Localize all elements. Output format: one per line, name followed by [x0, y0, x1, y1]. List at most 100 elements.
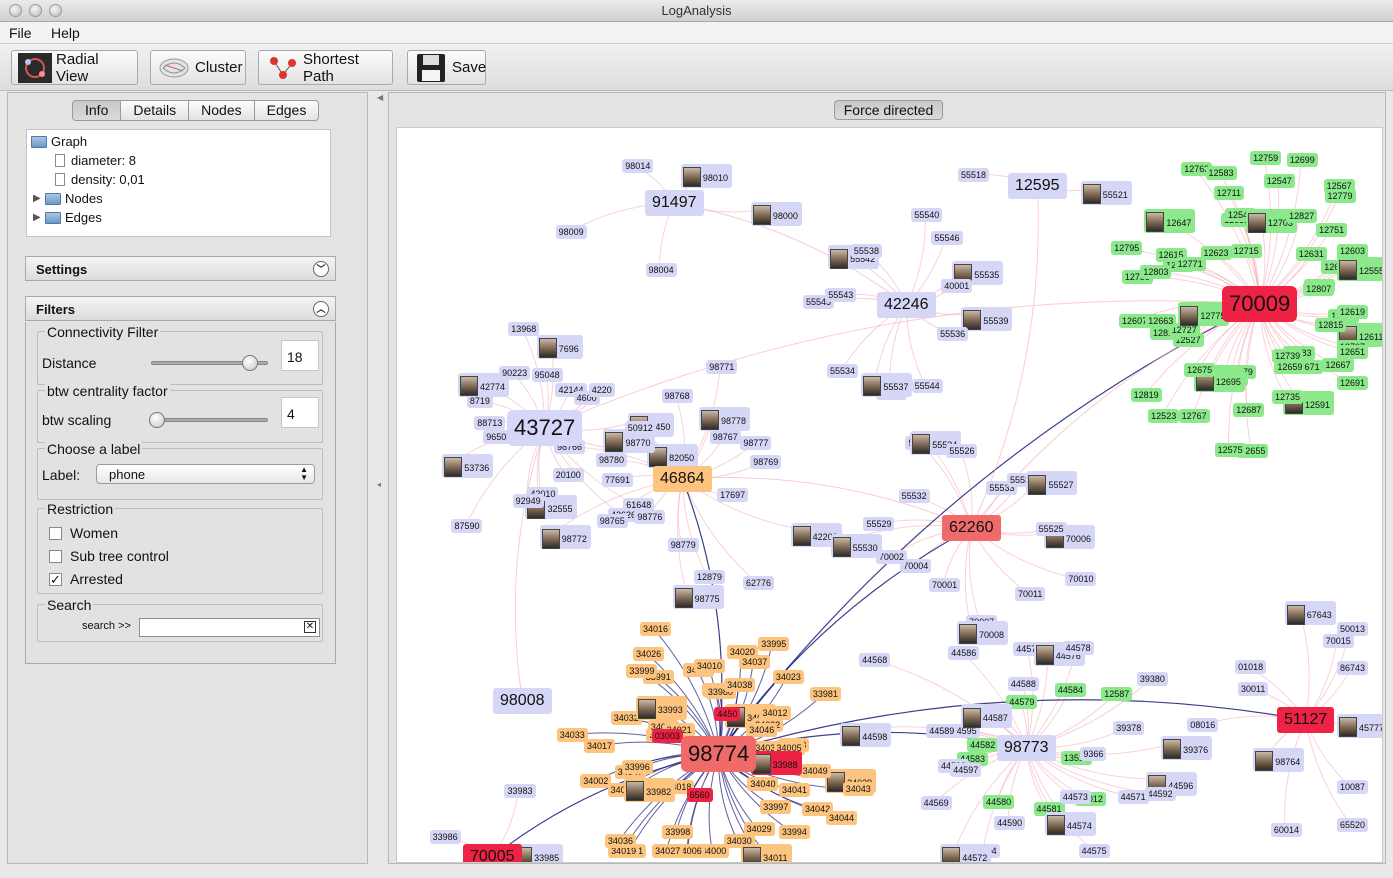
graph-node[interactable]: 82050 — [647, 444, 699, 469]
graph-node[interactable]: 12815 — [1315, 317, 1347, 332]
graph-node[interactable]: 44590 — [994, 816, 1026, 831]
clear-search-icon[interactable]: ✕ — [304, 621, 316, 633]
graph-node[interactable]: 98767 — [709, 430, 741, 445]
graph-node[interactable]: 34002 — [580, 773, 612, 788]
graph-node[interactable]: 34042 — [802, 802, 834, 817]
graph-node[interactable]: 08016 — [1187, 717, 1219, 732]
graph-node[interactable]: 44579 — [1006, 694, 1038, 709]
graph-node[interactable]: 12555 — [1337, 256, 1382, 281]
graph-node[interactable]: 44574 — [1044, 812, 1096, 837]
graph-node[interactable]: 12607 — [1119, 313, 1151, 328]
graph-node[interactable]: 12827 — [1286, 208, 1318, 223]
arrested-checkbox[interactable]: ✓ Arrested — [49, 571, 123, 587]
graph-node[interactable]: 88713 — [474, 416, 506, 431]
graph-node[interactable]: 44592 — [1144, 786, 1176, 801]
minimize-window-icon[interactable] — [29, 4, 42, 17]
graph-node[interactable]: 44582 — [967, 737, 999, 752]
graph-node[interactable]: 44578 — [1062, 641, 1094, 656]
search-input[interactable]: ✕ — [139, 618, 320, 637]
graph-node[interactable]: 44580 — [983, 795, 1015, 810]
graph-node[interactable]: 98778 — [699, 406, 751, 431]
graph-node[interactable]: 12711 — [1213, 185, 1245, 200]
graph-node[interactable]: 34049 — [799, 764, 831, 779]
graph-node[interactable]: 34000 — [698, 844, 730, 858]
graph-node[interactable]: 33981 — [809, 686, 841, 701]
tab-edges[interactable]: Edges — [254, 100, 320, 121]
graph-node[interactable]: 98771 — [706, 360, 738, 375]
tab-force-directed[interactable]: Force directed — [834, 100, 943, 120]
graph-node[interactable]: 95048 — [531, 367, 563, 382]
graph-node[interactable]: 39378 — [1113, 720, 1145, 735]
graph-node[interactable]: 55521 — [1080, 181, 1132, 206]
graph-node[interactable]: 98004 — [645, 263, 677, 278]
label-select[interactable]: phone ▲▼ — [96, 464, 315, 484]
graph-node[interactable]: 33995 — [758, 636, 790, 651]
graph-node[interactable]: 44587 — [960, 704, 1012, 729]
graph-node[interactable]: 13968 — [508, 322, 540, 337]
graph-node[interactable]: 55536 — [937, 326, 969, 341]
graph-node[interactable]: 44586 — [948, 646, 980, 661]
graph-node[interactable]: 20100 — [552, 468, 584, 483]
graph-node[interactable]: 98014 — [622, 158, 654, 173]
graph-node[interactable]: 50013 — [1337, 621, 1369, 636]
graph-node[interactable]: 44573 — [1059, 789, 1091, 804]
graph-node[interactable]: 50912 — [624, 420, 656, 435]
graph-node[interactable]: 33999 — [626, 663, 658, 678]
graph-node[interactable]: 55543 — [825, 287, 857, 302]
graph-node[interactable]: 30011 — [1238, 681, 1269, 696]
graph-node[interactable]: 34033 — [556, 727, 588, 742]
graph-node[interactable]: 70001 — [929, 577, 961, 592]
graph-node[interactable]: 12575 — [1214, 442, 1246, 457]
graph-node[interactable]: 34012 — [759, 706, 791, 721]
graph-node[interactable]: 12603 — [1337, 243, 1369, 258]
graph-node[interactable]: 70015 — [1322, 634, 1354, 649]
graph-node[interactable]: 34043 — [842, 782, 874, 797]
women-checkbox[interactable]: Women — [49, 525, 118, 541]
graph-node[interactable]: 55534 — [826, 363, 858, 378]
graph-node[interactable]: 45777 — [1337, 714, 1382, 739]
graph-node[interactable]: 44572 — [940, 844, 992, 862]
splitter-collapse-icon[interactable]: ◀ — [377, 93, 384, 102]
graph-node[interactable]: 33993 — [635, 695, 687, 720]
graph-node[interactable]: 98009 — [555, 224, 587, 239]
graph-node[interactable]: 03003 — [651, 729, 683, 744]
graph-node[interactable]: 34027 — [652, 844, 684, 858]
graph-node[interactable]: 55525 — [1035, 521, 1067, 536]
graph-node[interactable]: 65520 — [1337, 817, 1369, 832]
expand-triangle-icon[interactable]: ▶ — [33, 193, 41, 204]
tree-item-nodes[interactable]: ▶ Nodes — [33, 191, 103, 206]
graph-node[interactable]: 12667 — [1322, 357, 1354, 372]
graph-node[interactable]: 12659 — [1274, 359, 1306, 374]
graph-node[interactable]: 34029 — [743, 822, 775, 836]
graph-node[interactable]: 70004 — [900, 558, 932, 573]
graph-node[interactable]: 34037 — [739, 654, 771, 669]
graph-node[interactable]: 34040 — [747, 776, 779, 791]
hub-node-70005[interactable]: 70005 — [463, 844, 522, 862]
graph-node[interactable]: 55524 — [910, 430, 962, 455]
graph-node[interactable]: 12767 — [1178, 409, 1210, 424]
graph-node[interactable]: 98768 — [661, 388, 693, 403]
graph-canvas[interactable]: 1261112559127071265112667126911268312671… — [396, 127, 1383, 863]
graph-node[interactable]: 98010 — [680, 164, 732, 189]
graph-node[interactable]: 98775 — [672, 585, 724, 610]
graph-node[interactable]: 12739 — [1272, 349, 1304, 364]
graph-node[interactable]: 17697 — [717, 488, 749, 503]
checkbox-box[interactable] — [49, 526, 62, 540]
graph-node[interactable]: 39376 — [1161, 736, 1213, 761]
settings-header[interactable]: Settings ﹀ — [25, 256, 336, 281]
tab-info[interactable]: Info — [72, 100, 122, 121]
hub-node-98773[interactable]: 98773 — [997, 735, 1056, 761]
graph-node[interactable]: 33994 — [778, 825, 810, 840]
hub-node-62260[interactable]: 62260 — [942, 515, 1001, 541]
graph-node[interactable]: 70002 — [875, 549, 907, 564]
graph-node[interactable]: 70010 — [1065, 572, 1097, 587]
expand-triangle-icon[interactable]: ▶ — [33, 212, 41, 223]
graph-node[interactable]: 77691 — [602, 472, 634, 487]
graph-node[interactable]: 70011 — [1015, 586, 1046, 601]
graph-node[interactable]: 44575 — [1078, 844, 1110, 858]
graph-node[interactable]: 60014 — [1270, 823, 1302, 838]
zoom-window-icon[interactable] — [49, 4, 62, 17]
graph-node[interactable]: 44589 — [926, 723, 958, 738]
graph-node[interactable]: 12647 — [1144, 209, 1196, 233]
tree-item-edges[interactable]: ▶ Edges — [33, 210, 102, 225]
